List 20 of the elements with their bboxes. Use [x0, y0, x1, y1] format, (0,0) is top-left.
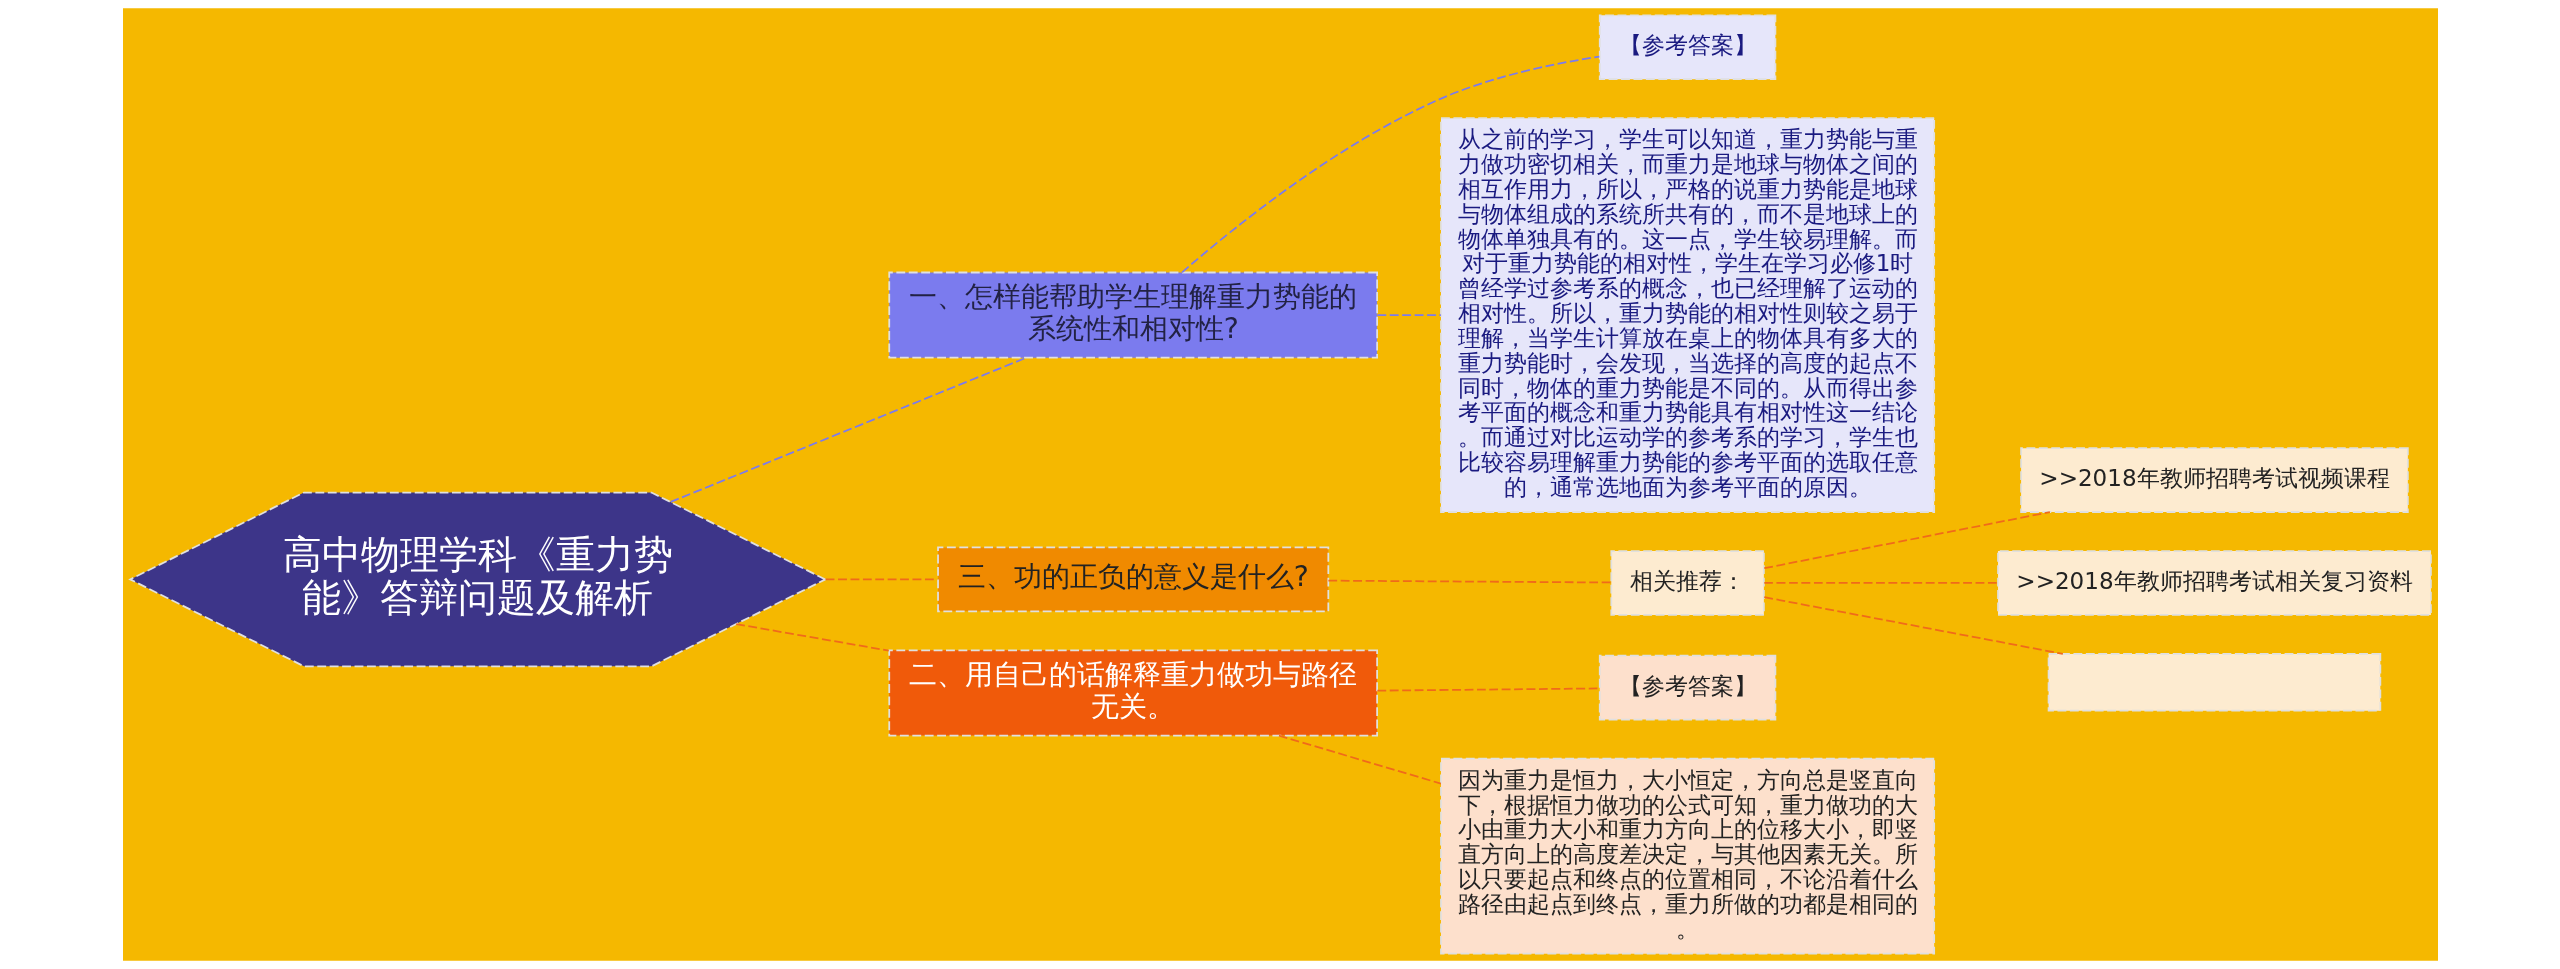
node-box: 三、功的正负的意义是什么? [936, 546, 1329, 613]
node-box: >>2018年教师招聘考试视频课程 [2019, 447, 2409, 513]
node-box: 相关推荐： [1609, 550, 1765, 616]
connector [1277, 734, 1442, 785]
node-box: 【参考答案】 [1598, 654, 1776, 721]
node-box: 从之前的学习，学生可以知道，重力势能与重力做功密切相关，而重力是地球与物体之间的相互作用力，所以，严格的说重力势能是地球与物体组成的系统所共有的，而不是地球上的物体单独具有的。这一点，学生较易理解。而对于重力势能的相对性，学生在学习必修1时曾经学过参考系的概念，也已经理解了运动的相对性。所以，重力势能的相对性则较之易于理解，当学生计算放在桌上的物体具有多大的重力势能时，会发现，当选择的高度的起点不同时，物体的重力势能是不同的。从而得出参考平面的概念和重力势能具有相对性这一结论。而通过对比运动学的参考系的学习，学生也比较容易理解重力势能的参考平面的选取任意的，通常选地面为参考平面的原因。 [1439, 117, 1935, 513]
node-box: 【参考答案】 [1598, 14, 1776, 80]
connector [1762, 511, 2051, 570]
node-box [2047, 653, 2381, 712]
connector [734, 623, 890, 652]
connector [1180, 55, 1600, 274]
connector [1375, 314, 1442, 316]
connector [1762, 582, 1998, 584]
connector [1327, 579, 1612, 584]
node-box: >>2018年教师招聘考试相关复习资料 [1996, 550, 2432, 616]
node-box: 一、怎样能帮助学生理解重力势能的系统性和相对性? [887, 271, 1378, 359]
connector [1762, 596, 2064, 655]
connector [669, 356, 1027, 503]
node-box: 因为重力是恒力，大小恒定，方向总是竖直向下，根据恒力做功的公式可知，重力做功的大小由重力大小和重力方向上的位移大小，即竖直方向上的高度差决定，与其他因素无关。所以只要起点和终点的位置相同，不论沿着什么路径由起点到终点，重力所做的功都是相同的。 [1439, 757, 1935, 955]
node-box: 二、用自己的话解释重力做功与路径无关。 [887, 649, 1378, 737]
